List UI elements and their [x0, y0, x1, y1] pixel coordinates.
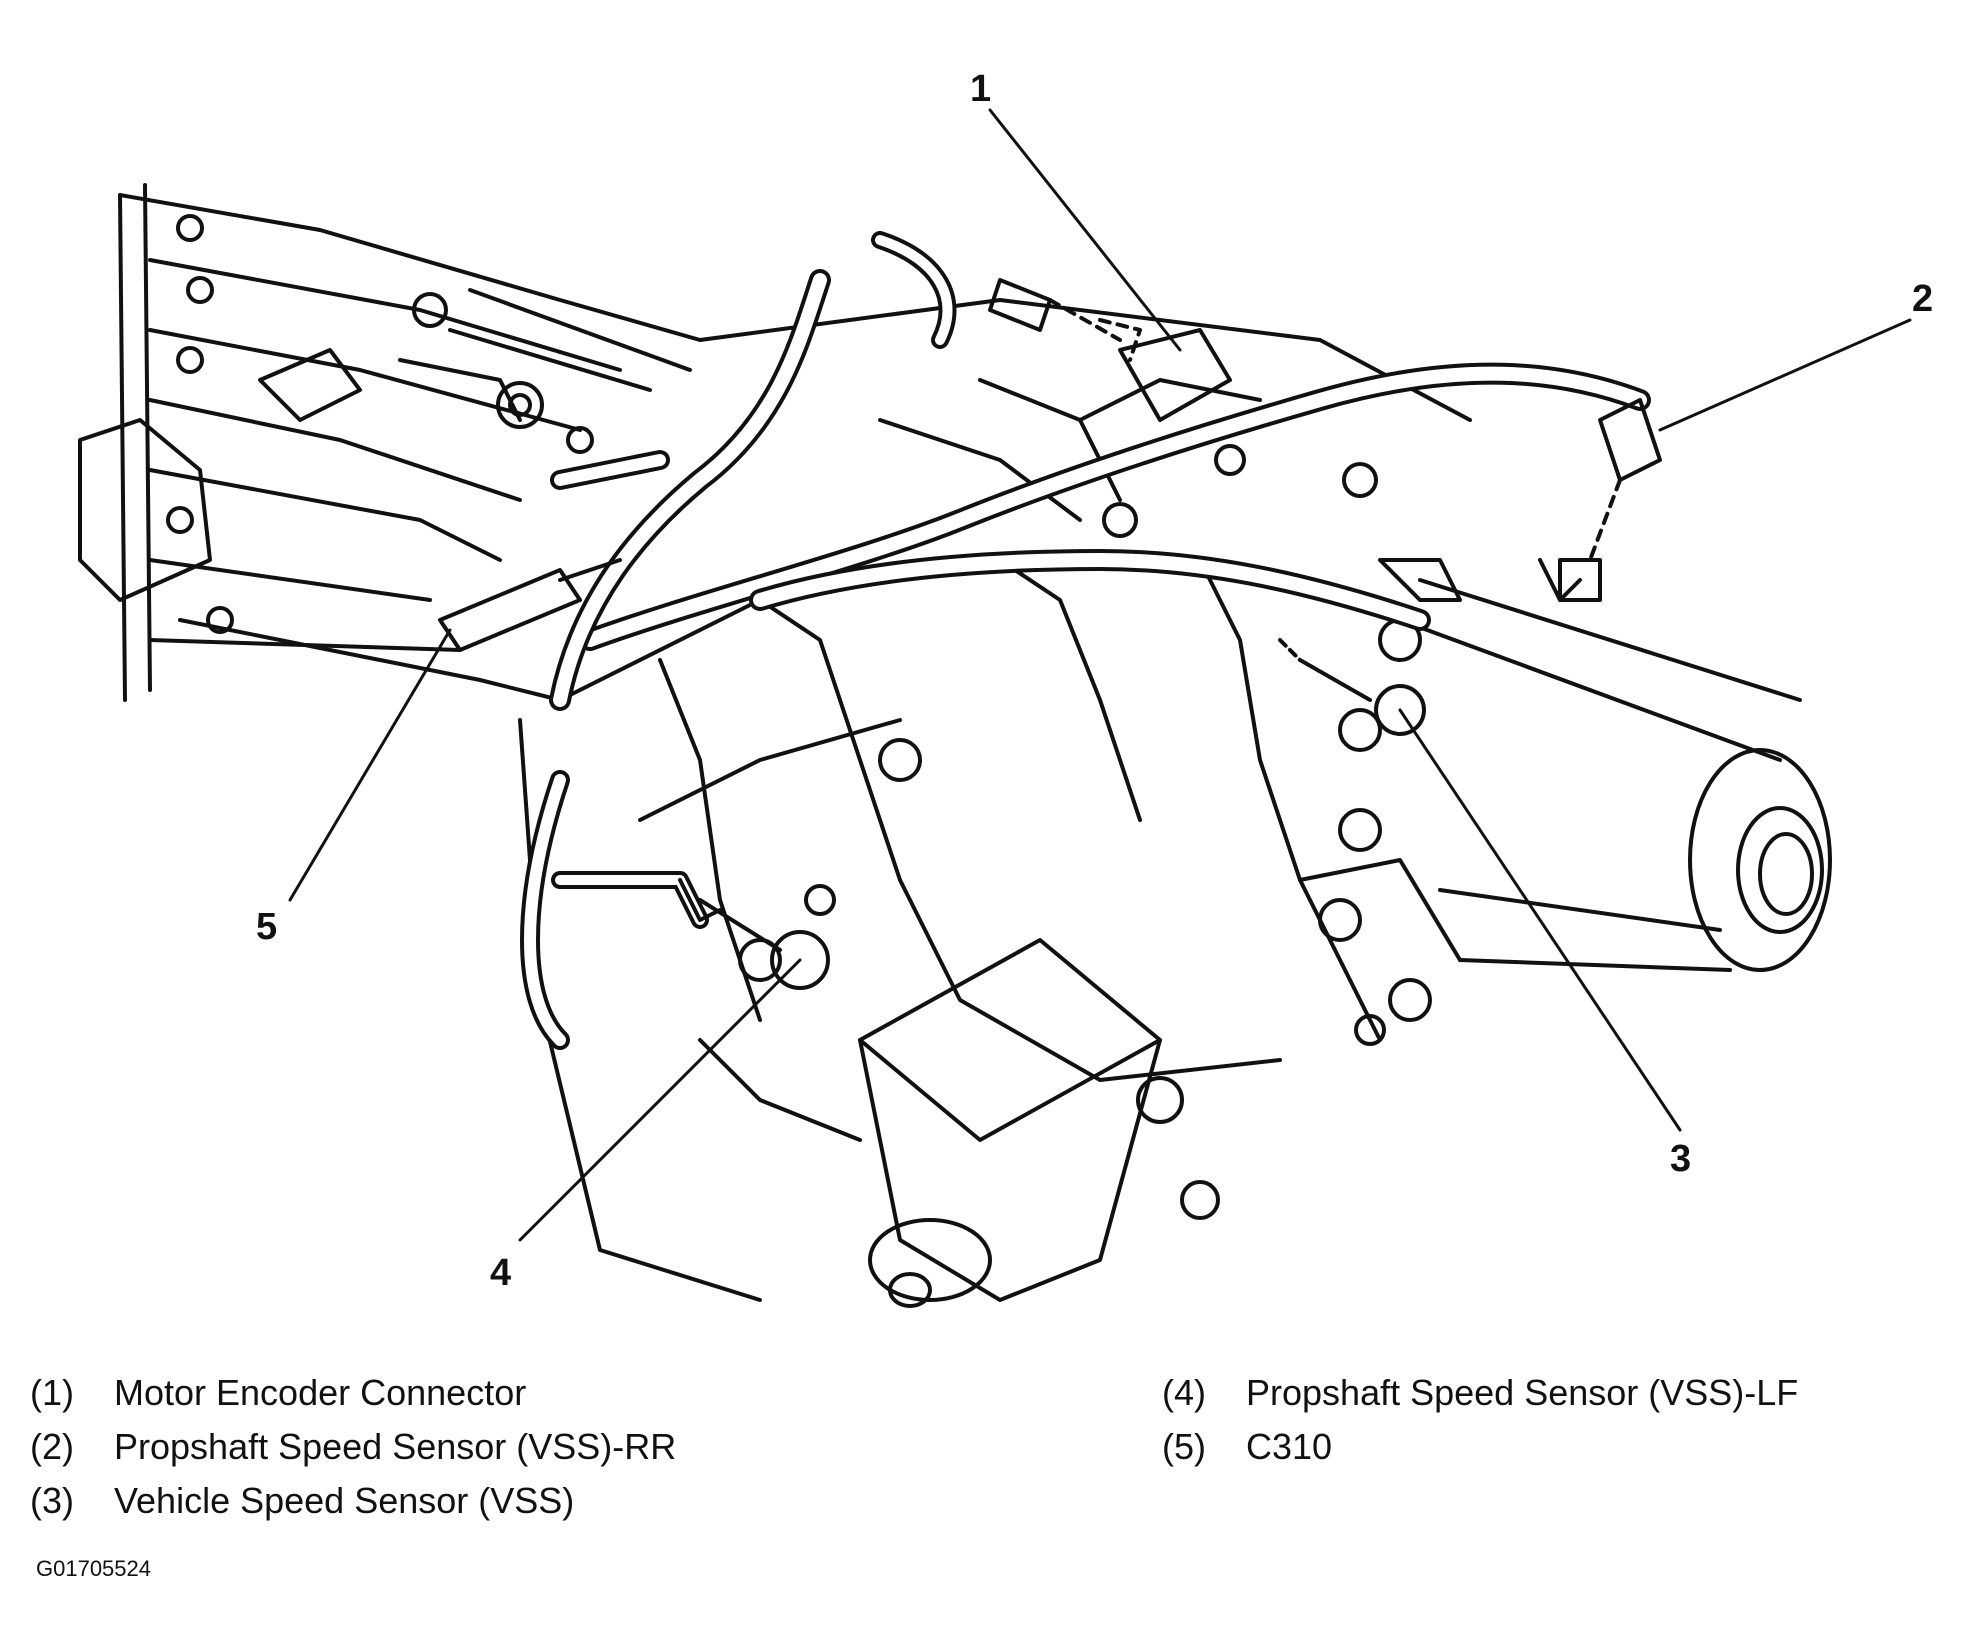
transfer-case-line-drawing	[78, 108, 1912, 1308]
legend-item: (1) Motor Encoder Connector	[30, 1372, 526, 1414]
legend-label: Propshaft Speed Sensor (VSS)-LF	[1246, 1372, 1799, 1413]
legend-number: (1)	[30, 1372, 74, 1413]
callout-5: 5	[256, 906, 278, 948]
c310-connector	[438, 558, 622, 652]
propshaft-speed-sensor-rr	[1558, 398, 1662, 602]
legend-item: (3) Vehicle Speed Sensor (VSS)	[30, 1480, 574, 1522]
motor-encoder-connector	[988, 278, 1232, 422]
legend-item: (2) Propshaft Speed Sensor (VSS)-RR	[30, 1426, 676, 1468]
legend-item: (5) C310	[1162, 1426, 1332, 1468]
legend-number: (4)	[1162, 1372, 1206, 1413]
figure-id: G01705524	[36, 1556, 151, 1581]
legend-number: (3)	[30, 1480, 74, 1521]
callout-4: 4	[490, 1252, 512, 1294]
vehicle-speed-sensor	[1278, 638, 1426, 736]
legend-label: Motor Encoder Connector	[114, 1372, 527, 1413]
transmission-housing	[78, 183, 702, 702]
propshaft-speed-sensor-lf	[678, 878, 830, 990]
callout-1: 1	[970, 68, 992, 110]
legend-label: C310	[1246, 1426, 1333, 1467]
tail-housing	[1378, 558, 1832, 972]
callout-3: 3	[1670, 1138, 1692, 1180]
legend-label: Vehicle Speed Sensor (VSS)	[114, 1480, 575, 1521]
callout-2: 2	[1912, 278, 1934, 320]
legend-number: (5)	[1162, 1426, 1206, 1467]
legend-item: (4) Propshaft Speed Sensor (VSS)-LF	[1162, 1372, 1798, 1414]
encoder-motor	[858, 938, 1220, 1308]
leader-lines	[288, 108, 1912, 1242]
legend-label: Propshaft Speed Sensor (VSS)-RR	[114, 1426, 677, 1467]
transfer-case-housing	[518, 298, 1472, 1302]
legend-number: (2)	[30, 1426, 74, 1467]
wiring-harness	[520, 231, 1651, 1050]
